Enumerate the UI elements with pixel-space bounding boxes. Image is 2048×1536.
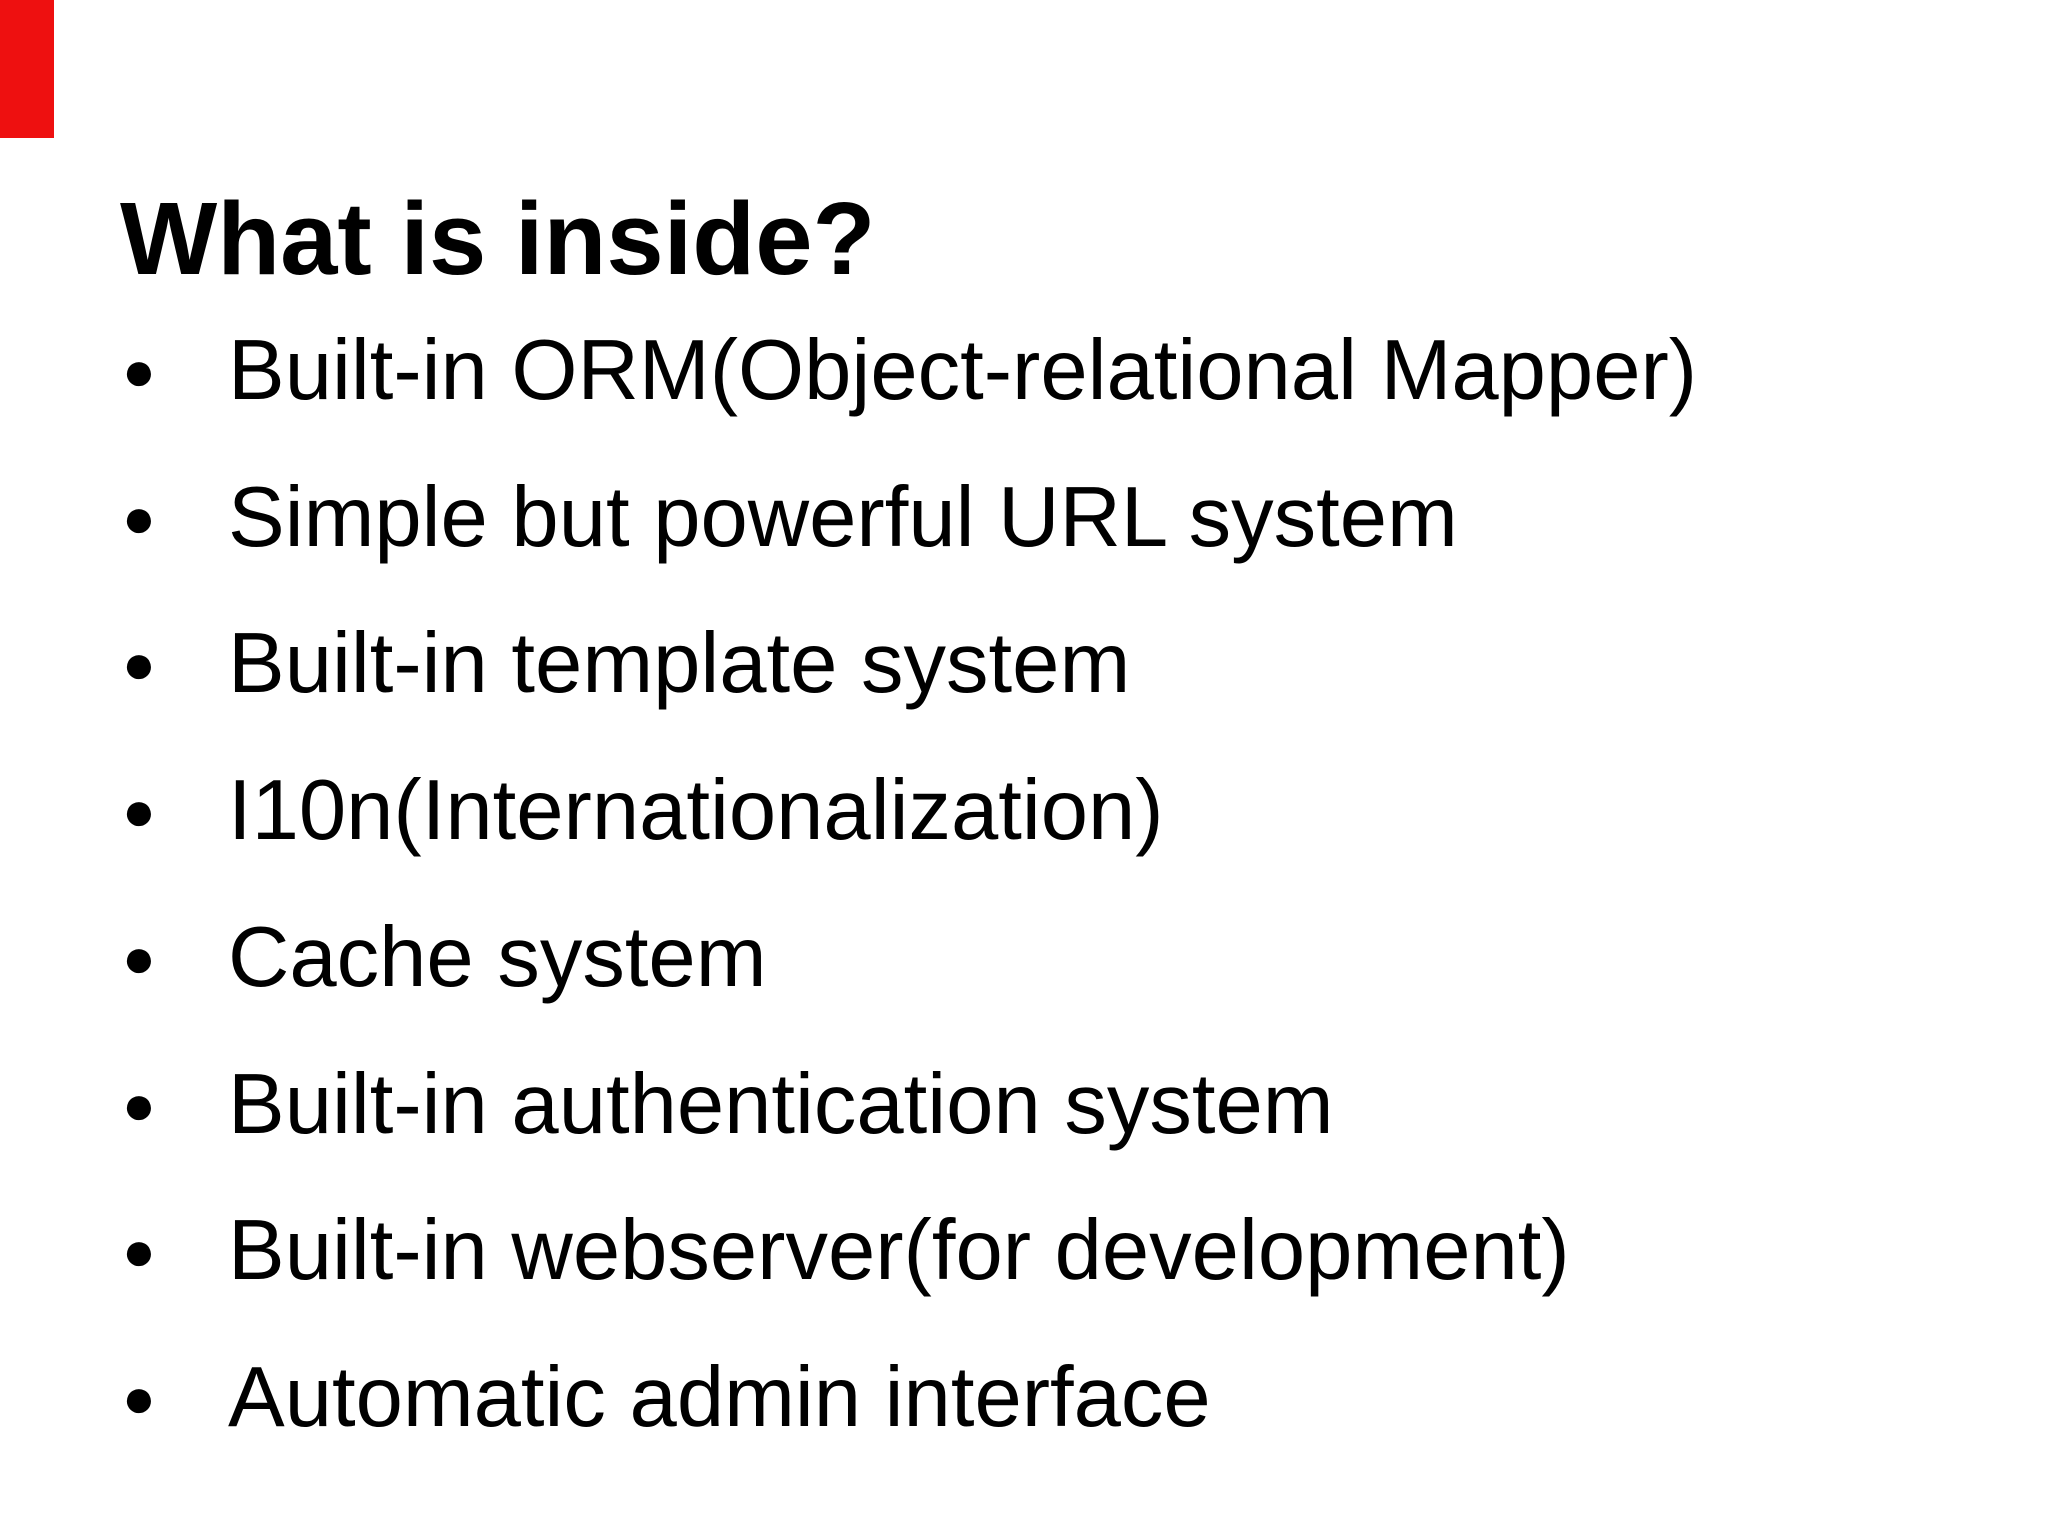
list-item: ● Built-in template system [120,591,1697,738]
list-item: ● Built-in webserver(for development) [120,1178,1697,1325]
list-item-label: Built-in authentication system [228,1056,1334,1152]
bullet-icon: ● [122,632,156,696]
red-corner-mark [0,0,54,138]
list-item-label: Simple but powerful URL system [228,469,1458,565]
list-item: ● Built-in authentication system [120,1032,1697,1179]
bullet-icon: ● [122,485,156,549]
bullet-icon: ● [122,925,156,989]
bullet-icon: ● [122,1365,156,1429]
bullet-icon: ● [122,1072,156,1136]
list-item: ● Simple but powerful URL system [120,445,1697,592]
list-item-label: I10n(Internationalization) [228,763,1164,859]
list-item-label: Automatic admin interface [228,1349,1211,1445]
slide-title: What is inside? [120,181,876,296]
list-item-label: Built-in ORM(Object-relational Mapper) [228,323,1698,418]
list-item-label: Cache system [228,909,767,1005]
list-item: ● I10n(Internationalization) [120,738,1697,885]
bullet-icon: ● [122,779,156,843]
bullet-icon: ● [122,1219,156,1283]
list-item: ● Automatic admin interface [120,1325,1697,1472]
list-item-label: Built-in template system [228,616,1131,712]
list-item: ● Cache system [120,885,1697,1032]
bullet-icon: ● [122,339,156,402]
list-item-label: Built-in webserver(for development) [228,1203,1570,1299]
list-item: ● Built-in ORM(Object-relational Mapper) [120,298,1697,445]
bullet-list: ● Built-in ORM(Object-relational Mapper)… [120,298,1697,1472]
